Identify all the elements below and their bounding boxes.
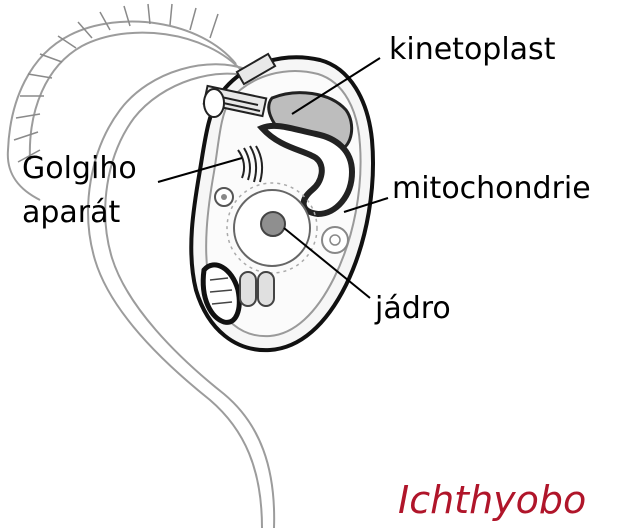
paired-body — [240, 272, 256, 306]
label-golgi-line1: Golgiho — [22, 152, 137, 186]
label-mitochondria: mitochondrie — [392, 172, 591, 206]
label-kinetoplast: kinetoplast — [389, 33, 555, 67]
flagellum-barbs — [14, 4, 218, 162]
vacuole — [322, 227, 348, 253]
paired-body — [258, 272, 274, 306]
species-caption: Ichthyobo — [398, 478, 586, 522]
nucleolus — [261, 212, 285, 236]
flagellar-pocket — [204, 89, 224, 117]
label-nucleus: jádro — [375, 292, 451, 326]
label-golgi-line2: aparát — [22, 196, 120, 230]
